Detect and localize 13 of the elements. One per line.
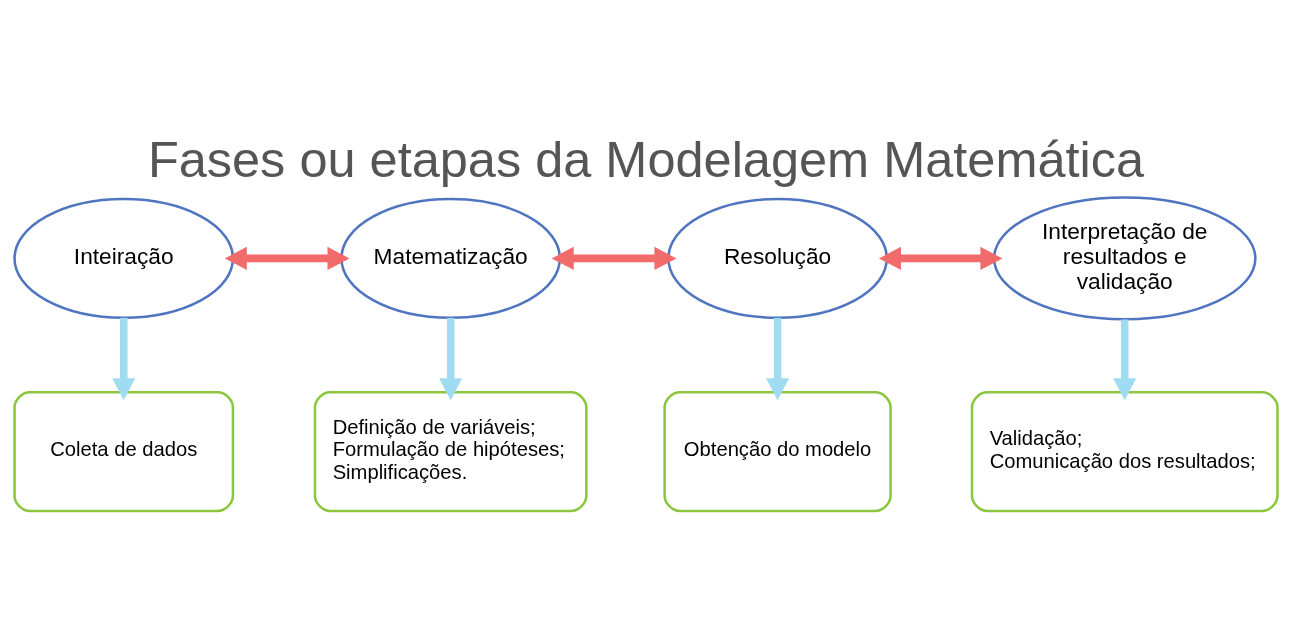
node-box: Validação; Comunicação dos resultados;: [970, 390, 1279, 512]
arrow: [1113, 318, 1137, 400]
arrow: [224, 246, 350, 270]
node-box: Definição de variáveis; Formulação de hipóteses; Simplificações.: [313, 390, 588, 512]
node-ellipse: Interpretação de resultados e validação: [992, 195, 1257, 320]
arrow: [878, 246, 1003, 270]
node-ellipse: Matematização: [340, 197, 562, 319]
node-ellipse: Inteiração: [13, 197, 235, 319]
node-box: Coleta de dados: [13, 390, 235, 512]
arrow: [551, 246, 677, 270]
diagram-title: Fases ou etapas da Modelagem Matemática: [147, 130, 1145, 188]
node-ellipse: Resolução: [667, 197, 889, 319]
node-box: Obtenção do modelo: [663, 390, 892, 512]
